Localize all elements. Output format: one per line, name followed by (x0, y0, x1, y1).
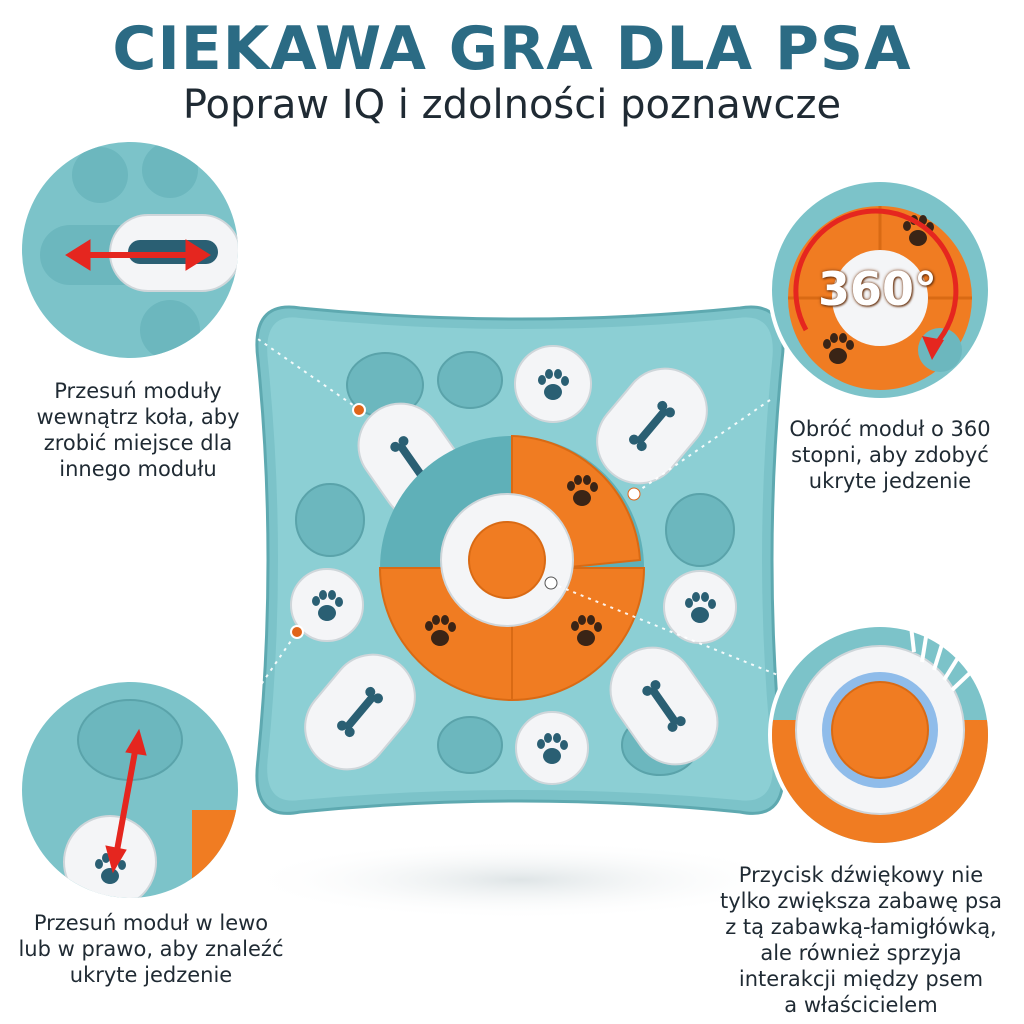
caption-line: Przycisk dźwiękowy nie (738, 863, 984, 887)
caption-line: Przesuń moduł w lewo (33, 911, 269, 935)
feature-caption-top-left: Przesuń moduły wewnątrz koła, aby zrobić… (18, 378, 258, 482)
caption-line: lub w prawo, aby znaleźć (18, 937, 284, 961)
bone-slider[interactable] (580, 352, 724, 501)
caption-line: stopni, aby zdobyć (791, 443, 989, 467)
paw-icon[interactable] (515, 711, 589, 785)
bone-slider[interactable] (288, 638, 432, 787)
detail-circle-slide-left-right (18, 678, 242, 902)
caption-line: ukryte jedzenie (69, 963, 233, 987)
caption-line: wewnątrz koła, aby (36, 405, 240, 429)
bone-slider[interactable] (594, 631, 734, 781)
caption-line: ale również sprzyja (760, 941, 962, 965)
paw-icon[interactable] (290, 568, 364, 642)
feature-caption-top-right: Obróć moduł o 360 stopni, aby zdobyć ukr… (770, 416, 1010, 494)
paw-icon[interactable] (514, 345, 592, 423)
sound-button[interactable] (440, 493, 574, 627)
detail-circle-rotate (768, 178, 992, 402)
page-subtitle: Popraw IQ i zdolności poznawcze (182, 82, 842, 128)
caption-line: Obróć moduł o 360 (789, 417, 991, 441)
page-title: CIEKAWA GRA DLA PSA (112, 14, 912, 84)
feature-caption-bottom-right: Przycisk dźwiękowy nie tylko zwiększa za… (706, 862, 1016, 1018)
caption-line: a właścicielem (784, 993, 938, 1017)
caption-line: ukryte jedzenie (808, 469, 972, 493)
rotation-badge: 360° (818, 262, 938, 316)
double-arrow-icon (105, 728, 147, 874)
puzzle-toy-board (229, 305, 791, 815)
caption-line: innego modułu (59, 457, 217, 481)
caption-line: tylko zwiększa zabawę psa (719, 889, 1003, 913)
paw-icon[interactable] (663, 570, 737, 644)
caption-line: zrobić miejsce dla (43, 431, 233, 455)
sound-waves-icon (906, 567, 994, 692)
caption-line: interakcji między psem (738, 967, 984, 991)
detail-circle-sound-button (768, 567, 994, 847)
rotate-arrow-icon (793, 208, 959, 360)
double-arrow-icon (65, 239, 211, 271)
detail-circle-slide-inside (18, 138, 242, 362)
caption-line: Przesuń moduły (54, 379, 222, 403)
feature-caption-bottom-left: Przesuń moduł w lewo lub w prawo, aby zn… (6, 910, 296, 988)
caption-line: z tą zabawką-łamigłówką, (725, 915, 997, 939)
